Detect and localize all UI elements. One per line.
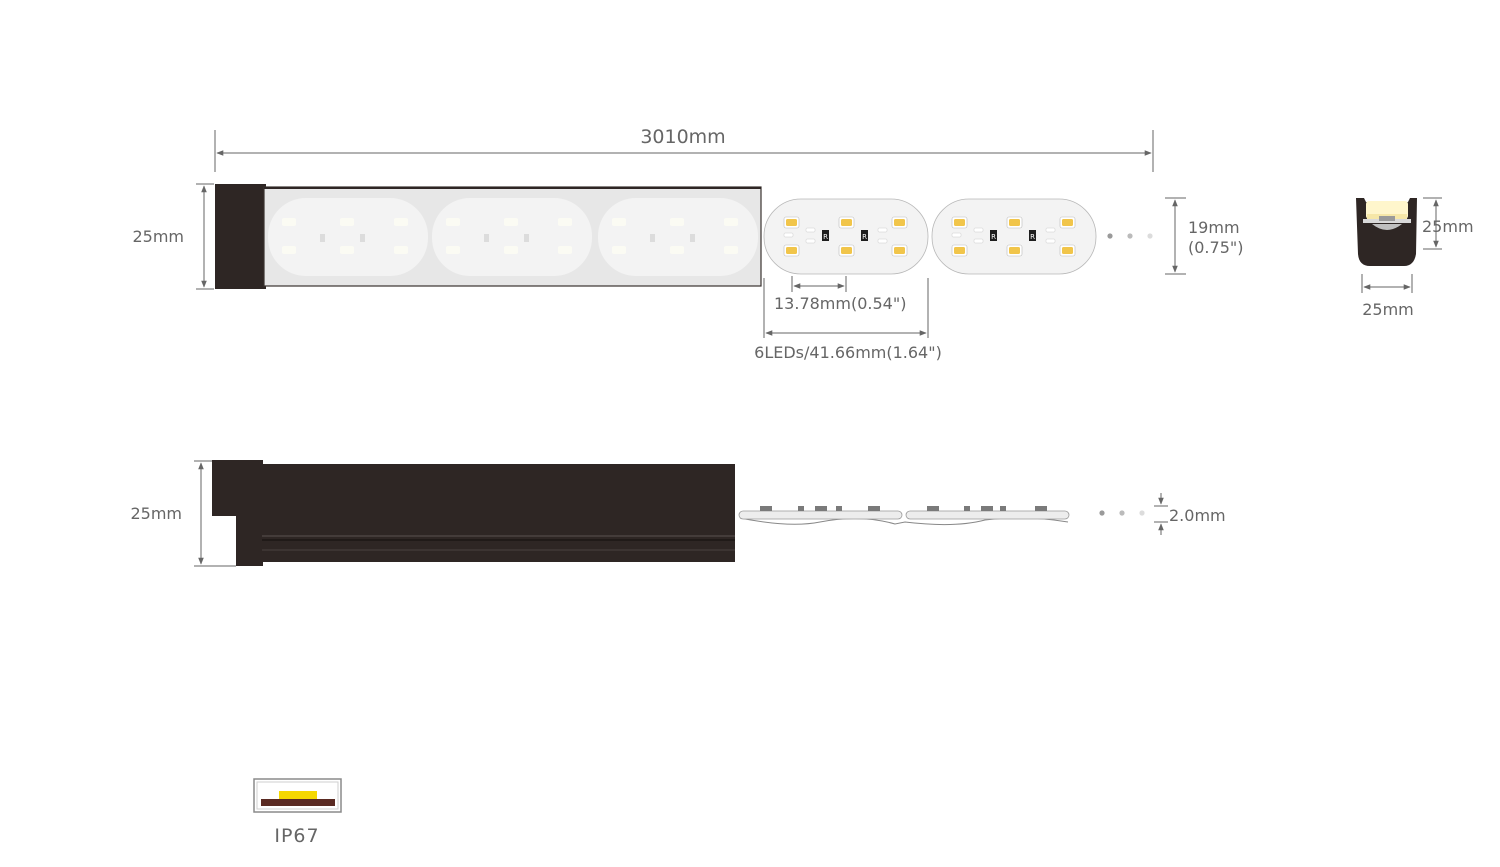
resistor: R <box>1029 230 1036 241</box>
led-chip <box>838 216 855 229</box>
side-continuation-dots <box>1099 510 1145 516</box>
ip-pcb-icon <box>261 799 335 806</box>
led-pitch-label: 13.78mm(0.54") <box>774 294 906 313</box>
diffused-segment <box>432 198 592 276</box>
resistor: R <box>990 230 997 241</box>
total-length-label: 3010mm <box>640 126 725 148</box>
diffused-segment <box>598 198 758 276</box>
led-chip <box>1059 216 1076 229</box>
led-chip <box>1006 216 1023 229</box>
led-chip <box>1059 244 1076 257</box>
svg-text:R: R <box>862 233 867 241</box>
side-strip <box>738 506 1070 526</box>
led-chip <box>783 244 800 257</box>
profile-cross-section: 25mm 25mm <box>1356 197 1474 319</box>
led-chip <box>783 216 800 229</box>
resistor: R <box>861 230 868 241</box>
led-chip <box>838 244 855 257</box>
diffused-led-segments <box>268 198 758 276</box>
profile-width-label: 25mm <box>1362 300 1414 319</box>
ip-rating-badge: IP67 <box>253 778 342 847</box>
thickness-dimension: 2.0mm <box>1154 493 1226 535</box>
led-chip <box>1006 244 1023 257</box>
strip-width-inch-label: (0.75") <box>1188 238 1243 257</box>
side-height-label: 25mm <box>130 504 182 523</box>
top-height-label: 25mm <box>132 227 184 246</box>
led-pitch-dimension: 13.78mm(0.54") <box>774 276 906 313</box>
top-height-dimension: 25mm <box>132 183 214 290</box>
diffused-segment <box>268 198 428 276</box>
side-height-dimension: 25mm <box>130 460 236 567</box>
total-length-dimension: 3010mm <box>214 126 1154 172</box>
led-chip <box>951 216 968 229</box>
continuation-dots <box>1107 233 1153 239</box>
side-profile-body <box>262 464 735 562</box>
led-chip <box>891 216 908 229</box>
svg-text:R: R <box>1030 233 1035 241</box>
thickness-label: 2.0mm <box>1169 506 1226 525</box>
svg-text:R: R <box>823 233 828 241</box>
side-end-cap <box>212 460 263 566</box>
cut-unit-dimension: 6LEDs/41.66mm(1.64") <box>754 278 942 362</box>
strip-width-dimension: 19mm (0.75") <box>1165 197 1243 275</box>
end-cap <box>215 184 266 289</box>
side-view: 25mm 2.0mm <box>130 460 1226 567</box>
led-chip <box>951 244 968 257</box>
svg-text:R: R <box>991 233 996 241</box>
resistor: R <box>822 230 829 241</box>
led-chip <box>891 244 908 257</box>
strip-width-label: 19mm <box>1188 218 1240 237</box>
profile-height-label: 25mm <box>1422 217 1474 236</box>
ip-rating-label: IP67 <box>274 825 319 847</box>
ip-led-icon <box>279 791 317 800</box>
cut-unit-label: 6LEDs/41.66mm(1.64") <box>754 343 942 362</box>
